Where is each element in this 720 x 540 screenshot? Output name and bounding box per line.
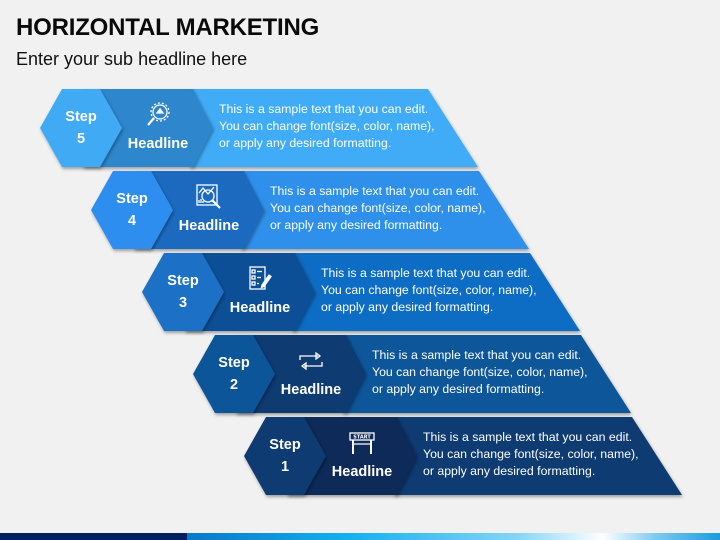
step-hexagon — [91, 171, 173, 249]
slide-title: HORIZONTAL MARKETING — [16, 14, 320, 41]
step-word: Step — [116, 191, 148, 207]
step-shapes — [244, 417, 682, 495]
step-number: 3 — [178, 295, 188, 311]
description-line: You can change font(size, color, name), — [321, 283, 537, 297]
description-line: This is a sample text that you can edit. — [219, 102, 429, 116]
step-number: 4 — [127, 213, 137, 229]
step-shapes — [91, 171, 529, 249]
chart-analysis-icon — [194, 183, 224, 211]
step-number: 1 — [280, 459, 290, 475]
start-sign-icon: START — [347, 429, 377, 457]
step-word: Step — [167, 273, 199, 289]
description-line: You can change font(size, color, name), — [423, 447, 639, 461]
step-headline: Headline — [280, 382, 342, 398]
step-shapes — [40, 89, 478, 167]
text-band — [343, 335, 631, 413]
step-description: This is a sample text that you can edit.… — [321, 265, 537, 316]
step-row: Step 1 START Headline This is a sample text … — [0, 417, 720, 495]
description-line: or apply any desired formatting. — [423, 464, 596, 478]
step-hexagon — [40, 89, 122, 167]
step-row: Step 2 Headline This is a sample text that … — [0, 335, 720, 413]
description-line: This is a sample text that you can edit. — [270, 184, 480, 198]
step-label: Step 5 — [40, 106, 122, 150]
step-headline: Headline — [127, 136, 189, 152]
description-line: or apply any desired formatting. — [219, 136, 392, 150]
text-band — [394, 417, 682, 495]
description-line: or apply any desired formatting. — [321, 300, 494, 314]
step-label: Step 3 — [142, 270, 224, 314]
step-hexagon — [193, 335, 275, 413]
headline-arrow — [185, 253, 315, 331]
footer-navy-block — [0, 533, 187, 540]
description-line: You can change font(size, color, name), — [219, 119, 435, 133]
step-shapes — [193, 335, 631, 413]
step-row: Step 4 Headline This is a sample text that … — [0, 171, 720, 249]
step-row: Step 5 Headline This is a sample text that … — [0, 89, 720, 167]
step-description: This is a sample text that you can edit.… — [219, 101, 435, 152]
step-label: Step 1 — [244, 434, 326, 478]
step-hexagon — [244, 417, 326, 495]
step-word: Step — [269, 437, 301, 453]
slide-subtitle: Enter your sub headline here — [16, 49, 248, 69]
step-word: Step — [65, 109, 97, 125]
step-word: Step — [218, 355, 250, 371]
gear-magnifier-icon — [143, 101, 173, 129]
step-headline: Headline — [331, 464, 393, 480]
description-line: or apply any desired formatting. — [270, 218, 443, 232]
step-number: 5 — [76, 131, 86, 147]
text-band — [241, 171, 529, 249]
footer-gradient-strip — [187, 533, 720, 540]
step-description: This is a sample text that you can edit.… — [423, 429, 639, 480]
step-headline: Headline — [178, 218, 240, 234]
description-line: This is a sample text that you can edit. — [423, 430, 633, 444]
step-description: This is a sample text that you can edit.… — [270, 183, 486, 234]
description-line: You can change font(size, color, name), — [372, 365, 588, 379]
step-headline: Headline — [229, 300, 291, 316]
headline-arrow — [134, 171, 264, 249]
headline-arrow — [287, 417, 417, 495]
step-row: Step 3 Headline This is a sample text that … — [0, 253, 720, 331]
step-number: 2 — [229, 377, 239, 393]
step-label: Step 4 — [91, 188, 173, 232]
headline-arrow — [83, 89, 213, 167]
step-shapes — [142, 253, 580, 331]
step-label: Step 2 — [193, 352, 275, 396]
text-band — [190, 89, 478, 167]
step-hexagon — [142, 253, 224, 331]
headline-arrow — [236, 335, 366, 413]
exchange-arrows-icon — [296, 347, 326, 375]
step-description: This is a sample text that you can edit.… — [372, 347, 588, 398]
description-line: This is a sample text that you can edit. — [372, 348, 582, 362]
description-line: or apply any desired formatting. — [372, 382, 545, 396]
description-line: This is a sample text that you can edit. — [321, 266, 531, 280]
svg-text:START: START — [353, 435, 371, 441]
text-band — [292, 253, 580, 331]
description-line: You can change font(size, color, name), — [270, 201, 486, 215]
footer-bar — [0, 533, 720, 540]
checklist-pencil-icon — [245, 265, 275, 293]
